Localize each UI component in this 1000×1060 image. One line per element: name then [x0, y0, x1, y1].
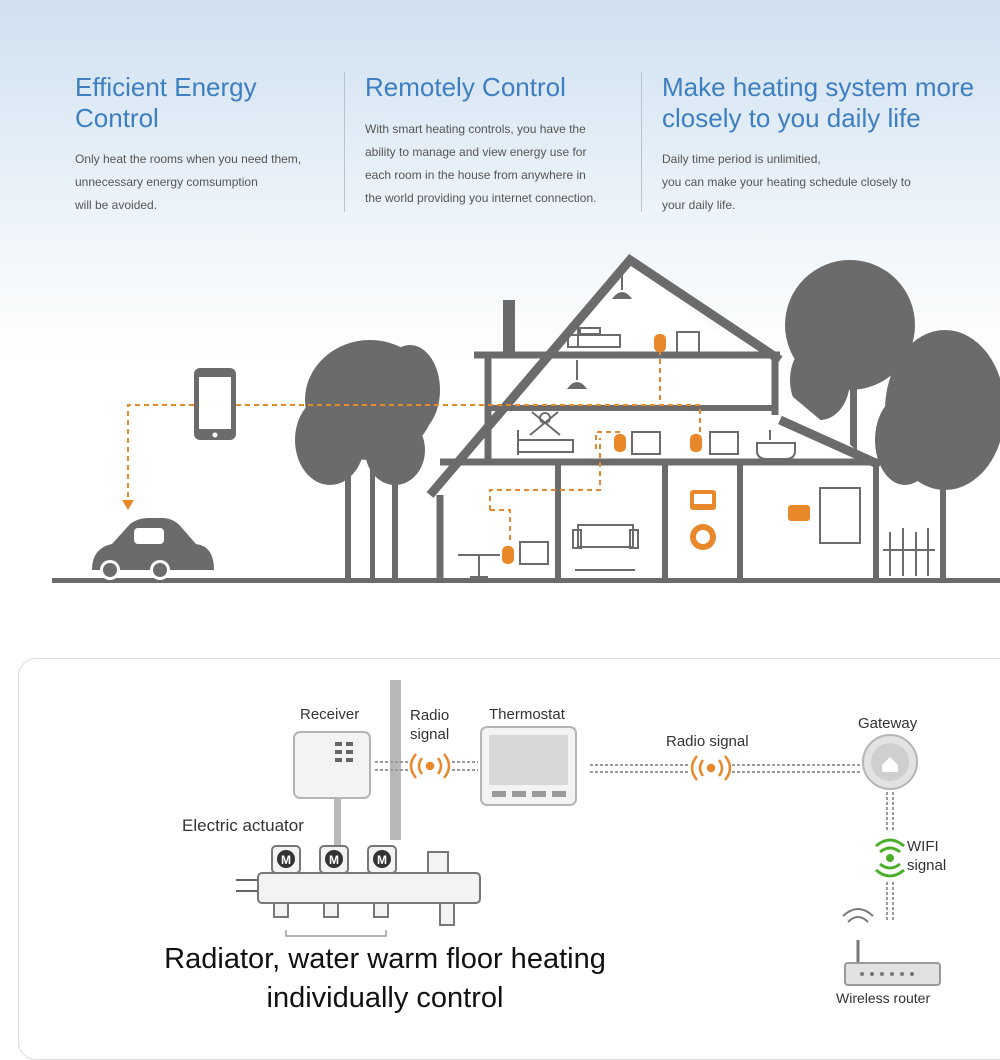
feature-body: Daily time period is unlimitied, you can… [662, 152, 911, 212]
thermostat-label: Thermostat [489, 706, 565, 723]
ground-line [52, 578, 1000, 583]
receiver-label: Receiver [300, 706, 360, 723]
thermostat-panel-icon [690, 490, 810, 521]
diagram-panel [18, 658, 1000, 1060]
label-line: signal [410, 726, 450, 743]
feature-remote: Remotely Control With smart heating cont… [365, 72, 635, 210]
column-divider [641, 72, 642, 212]
tree-icon [785, 260, 1000, 580]
caption-line-2: individually control [266, 982, 504, 1014]
arrow-icon [122, 500, 134, 510]
feature-daily-life: Make heating system more closely to you … [662, 72, 1000, 217]
feature-title: Make heating system more closely to you … [662, 72, 1000, 134]
label-line: signal [907, 857, 947, 874]
title-line: Remotely Control [365, 72, 566, 102]
car-icon [92, 518, 214, 580]
feature-body: Only heat the rooms when you need them, … [75, 152, 302, 212]
wifi-signal-label: WIFI signal [907, 837, 946, 875]
fence-icon [883, 528, 935, 576]
house [426, 254, 882, 580]
feature-energy: Efficient Energy Control Only heat the r… [75, 72, 340, 217]
bathtub-icon [756, 430, 796, 460]
title-line: Make heating system more [662, 72, 975, 102]
router-label: Wireless router [836, 990, 931, 1006]
gateway-label: Gateway [858, 715, 918, 732]
radiator-icon [519, 331, 739, 565]
label-line: WIFI [907, 838, 939, 855]
bed-icon [517, 411, 574, 455]
title-line: Control [75, 103, 159, 133]
signal-paths [127, 350, 701, 542]
smartphone-icon [194, 368, 236, 440]
thermostat-icon [502, 334, 702, 564]
label-line: Radio [410, 707, 450, 724]
radio-signal-label: Radio signal [410, 706, 449, 744]
radio-signal-label: Radio signal [666, 733, 749, 750]
electric-actuator-label: Electric actuator [182, 816, 304, 835]
lamp-icon [566, 270, 633, 389]
sofa-icon [572, 524, 639, 571]
column-divider [344, 72, 345, 212]
title-line: Efficient Energy [75, 72, 257, 102]
tree-icon [295, 340, 440, 580]
feature-title: Remotely Control [365, 72, 635, 103]
dial-thermostat-icon [690, 524, 716, 550]
table-icon [458, 554, 500, 578]
feature-title: Efficient Energy Control [75, 72, 340, 134]
feature-body: With smart heating controls, you have th… [365, 122, 597, 205]
smart-home-illustration [52, 254, 1000, 583]
bed-icon [567, 327, 621, 348]
caption-line-1: Radiator, water warm floor heating [164, 943, 606, 975]
title-line: closely to you daily life [662, 103, 921, 133]
boiler-icon [819, 487, 861, 544]
